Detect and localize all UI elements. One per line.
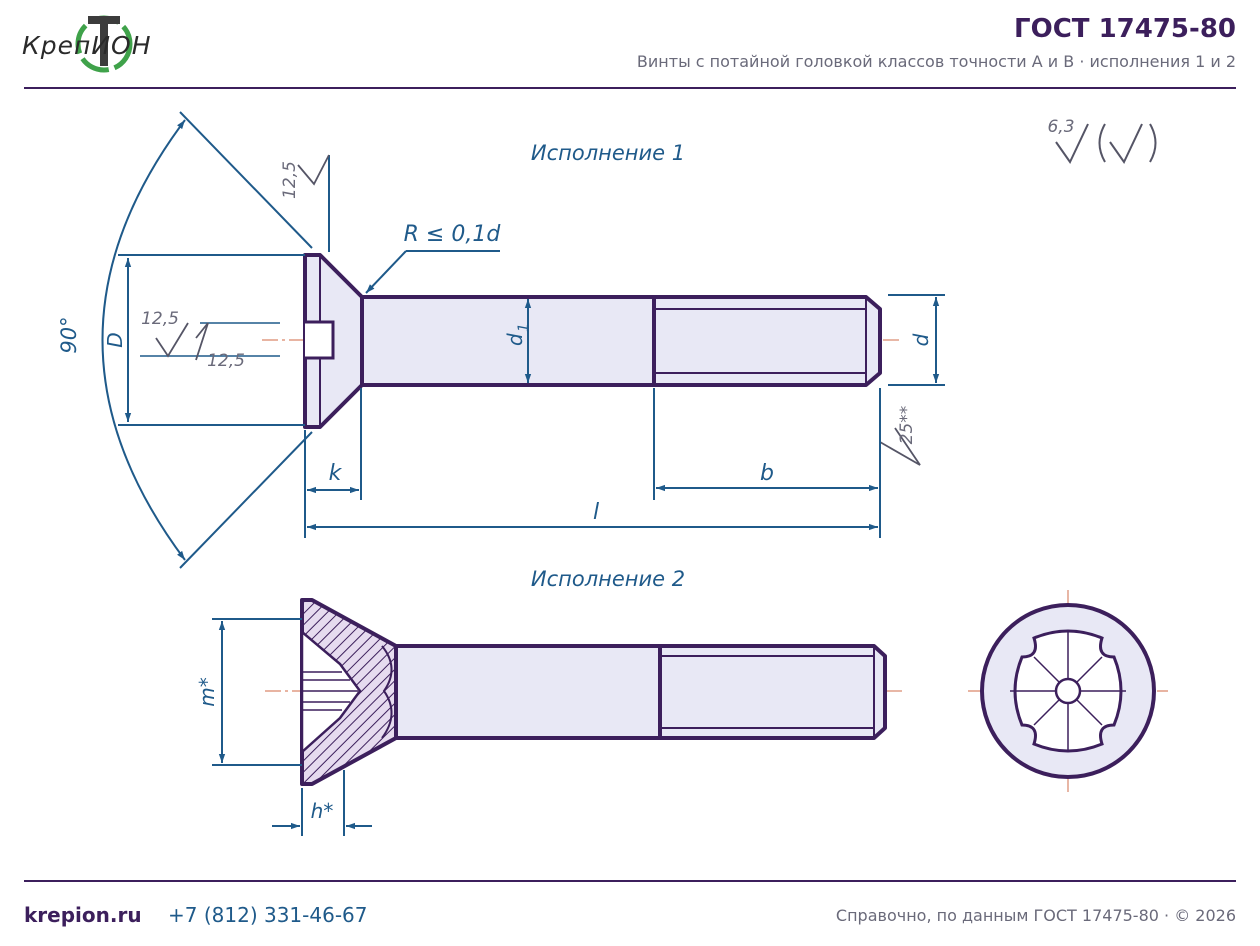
rough-general-value: 6,3 xyxy=(1047,117,1074,137)
recess-flutes xyxy=(302,671,358,711)
rough-head-top-value: 12,5 xyxy=(280,161,300,199)
footer-site-link[interactable]: krepion.ru xyxy=(24,903,142,927)
technical-drawing: Исполнение 1 90° D 12,5 12,5 12,5 R ≤ 0,… xyxy=(57,111,1168,836)
dim-m-label: m* xyxy=(195,677,219,706)
rough-slot-a-icon xyxy=(155,322,189,358)
recess-curve xyxy=(381,645,393,739)
dim-b-label: b xyxy=(760,461,774,486)
angle-arc xyxy=(101,119,186,561)
rough-head-top-icon xyxy=(297,154,330,186)
logo-screw-head-icon xyxy=(88,16,120,24)
rough-general-paren-right xyxy=(1149,123,1157,163)
footer-phone-link[interactable]: +7 (812) 331-46-67 xyxy=(168,903,368,927)
footer-note: Справочно, по данным ГОСТ 17475-80 · © 2… xyxy=(835,906,1236,925)
logo-screw-shank-icon xyxy=(100,24,108,66)
dim-l-label: l xyxy=(593,500,599,525)
view1-title: Исполнение 1 xyxy=(531,141,685,165)
dim-d-label: d xyxy=(909,333,933,346)
rough-general-paren-left xyxy=(1098,123,1106,163)
slot-view1 xyxy=(305,320,335,360)
screw-shank-view2 xyxy=(394,644,662,740)
header-divider xyxy=(24,87,1236,89)
dim-d1-sub: 1 xyxy=(516,323,532,332)
screw-view2 xyxy=(300,598,887,786)
rough-general-check-icon xyxy=(1109,123,1143,164)
angle-extension-bottom xyxy=(179,431,313,569)
dim-D-label: D xyxy=(103,332,127,347)
dim-d1-label: d 1 xyxy=(503,323,532,346)
footer-divider xyxy=(24,880,1236,882)
rough-end-icon xyxy=(879,427,921,466)
screw-thread-view2 xyxy=(658,644,887,740)
rough-slot-b-value: 12,5 xyxy=(207,351,245,371)
dim-k-label: k xyxy=(329,461,343,486)
radius-leader xyxy=(365,250,407,294)
angle-label: 90° xyxy=(57,316,81,353)
dim-d1-main: d xyxy=(503,333,527,346)
page-title: ГОСТ 17475-80 xyxy=(1014,14,1236,44)
recess-center xyxy=(1054,677,1082,705)
screw-view1 xyxy=(303,253,882,429)
radius-note: R ≤ 0,1d xyxy=(404,222,502,247)
screw-thread-view1 xyxy=(652,295,882,387)
rough-end-value: 25** xyxy=(897,406,917,445)
rough-general-icon xyxy=(1055,123,1089,164)
dim-h-label: h* xyxy=(311,799,334,823)
angle-extension-top xyxy=(179,111,313,249)
krepion-logo[interactable]: КрепИОН xyxy=(20,14,195,80)
rough-slot-a-value: 12,5 xyxy=(141,309,179,329)
view2-title: Исполнение 2 xyxy=(531,567,685,591)
rough-slot-b-icon xyxy=(195,322,209,361)
cross-recess-section xyxy=(300,629,362,755)
logo-text: КрепИОН xyxy=(22,31,152,60)
page-subtitle: Винты с потайной головкой классов точнос… xyxy=(636,52,1236,71)
